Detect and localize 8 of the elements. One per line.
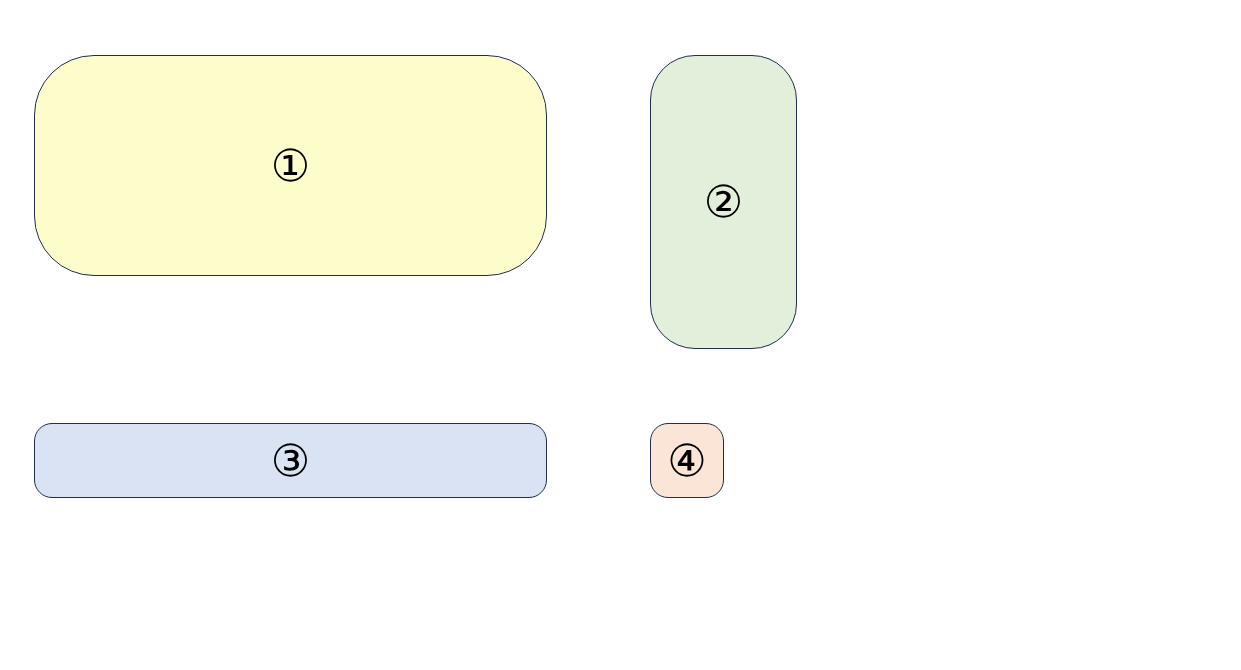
box-number: ④ [667,438,707,483]
box-number: ① [270,143,311,188]
box-number: ② [703,180,744,224]
rounded-box [34,55,547,276]
rounded-box [650,55,797,349]
rounded-box [34,423,547,498]
rounded-box [650,423,724,498]
box-number: ③ [270,438,311,483]
